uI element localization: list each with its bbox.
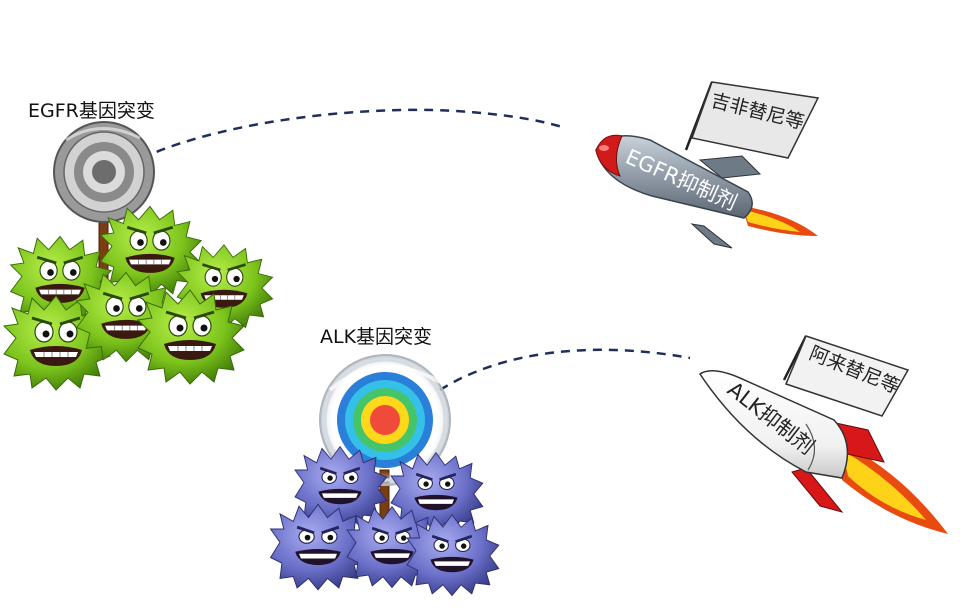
- alk-trajectory-path: [439, 348, 691, 392]
- alk-rocket: [698, 335, 948, 534]
- alk-mutation-label: ALK基因突变: [320, 326, 433, 348]
- egfr-mutation-label: EGFR基因突变: [28, 100, 155, 122]
- egfr-rocket: [595, 81, 820, 249]
- egfr-trajectory-path: [141, 108, 567, 160]
- egfr-flag: [691, 81, 820, 159]
- alk-flag: [784, 335, 910, 417]
- egfr-target-icon: [53, 121, 155, 301]
- egfr-cancer-cells: [2, 204, 274, 392]
